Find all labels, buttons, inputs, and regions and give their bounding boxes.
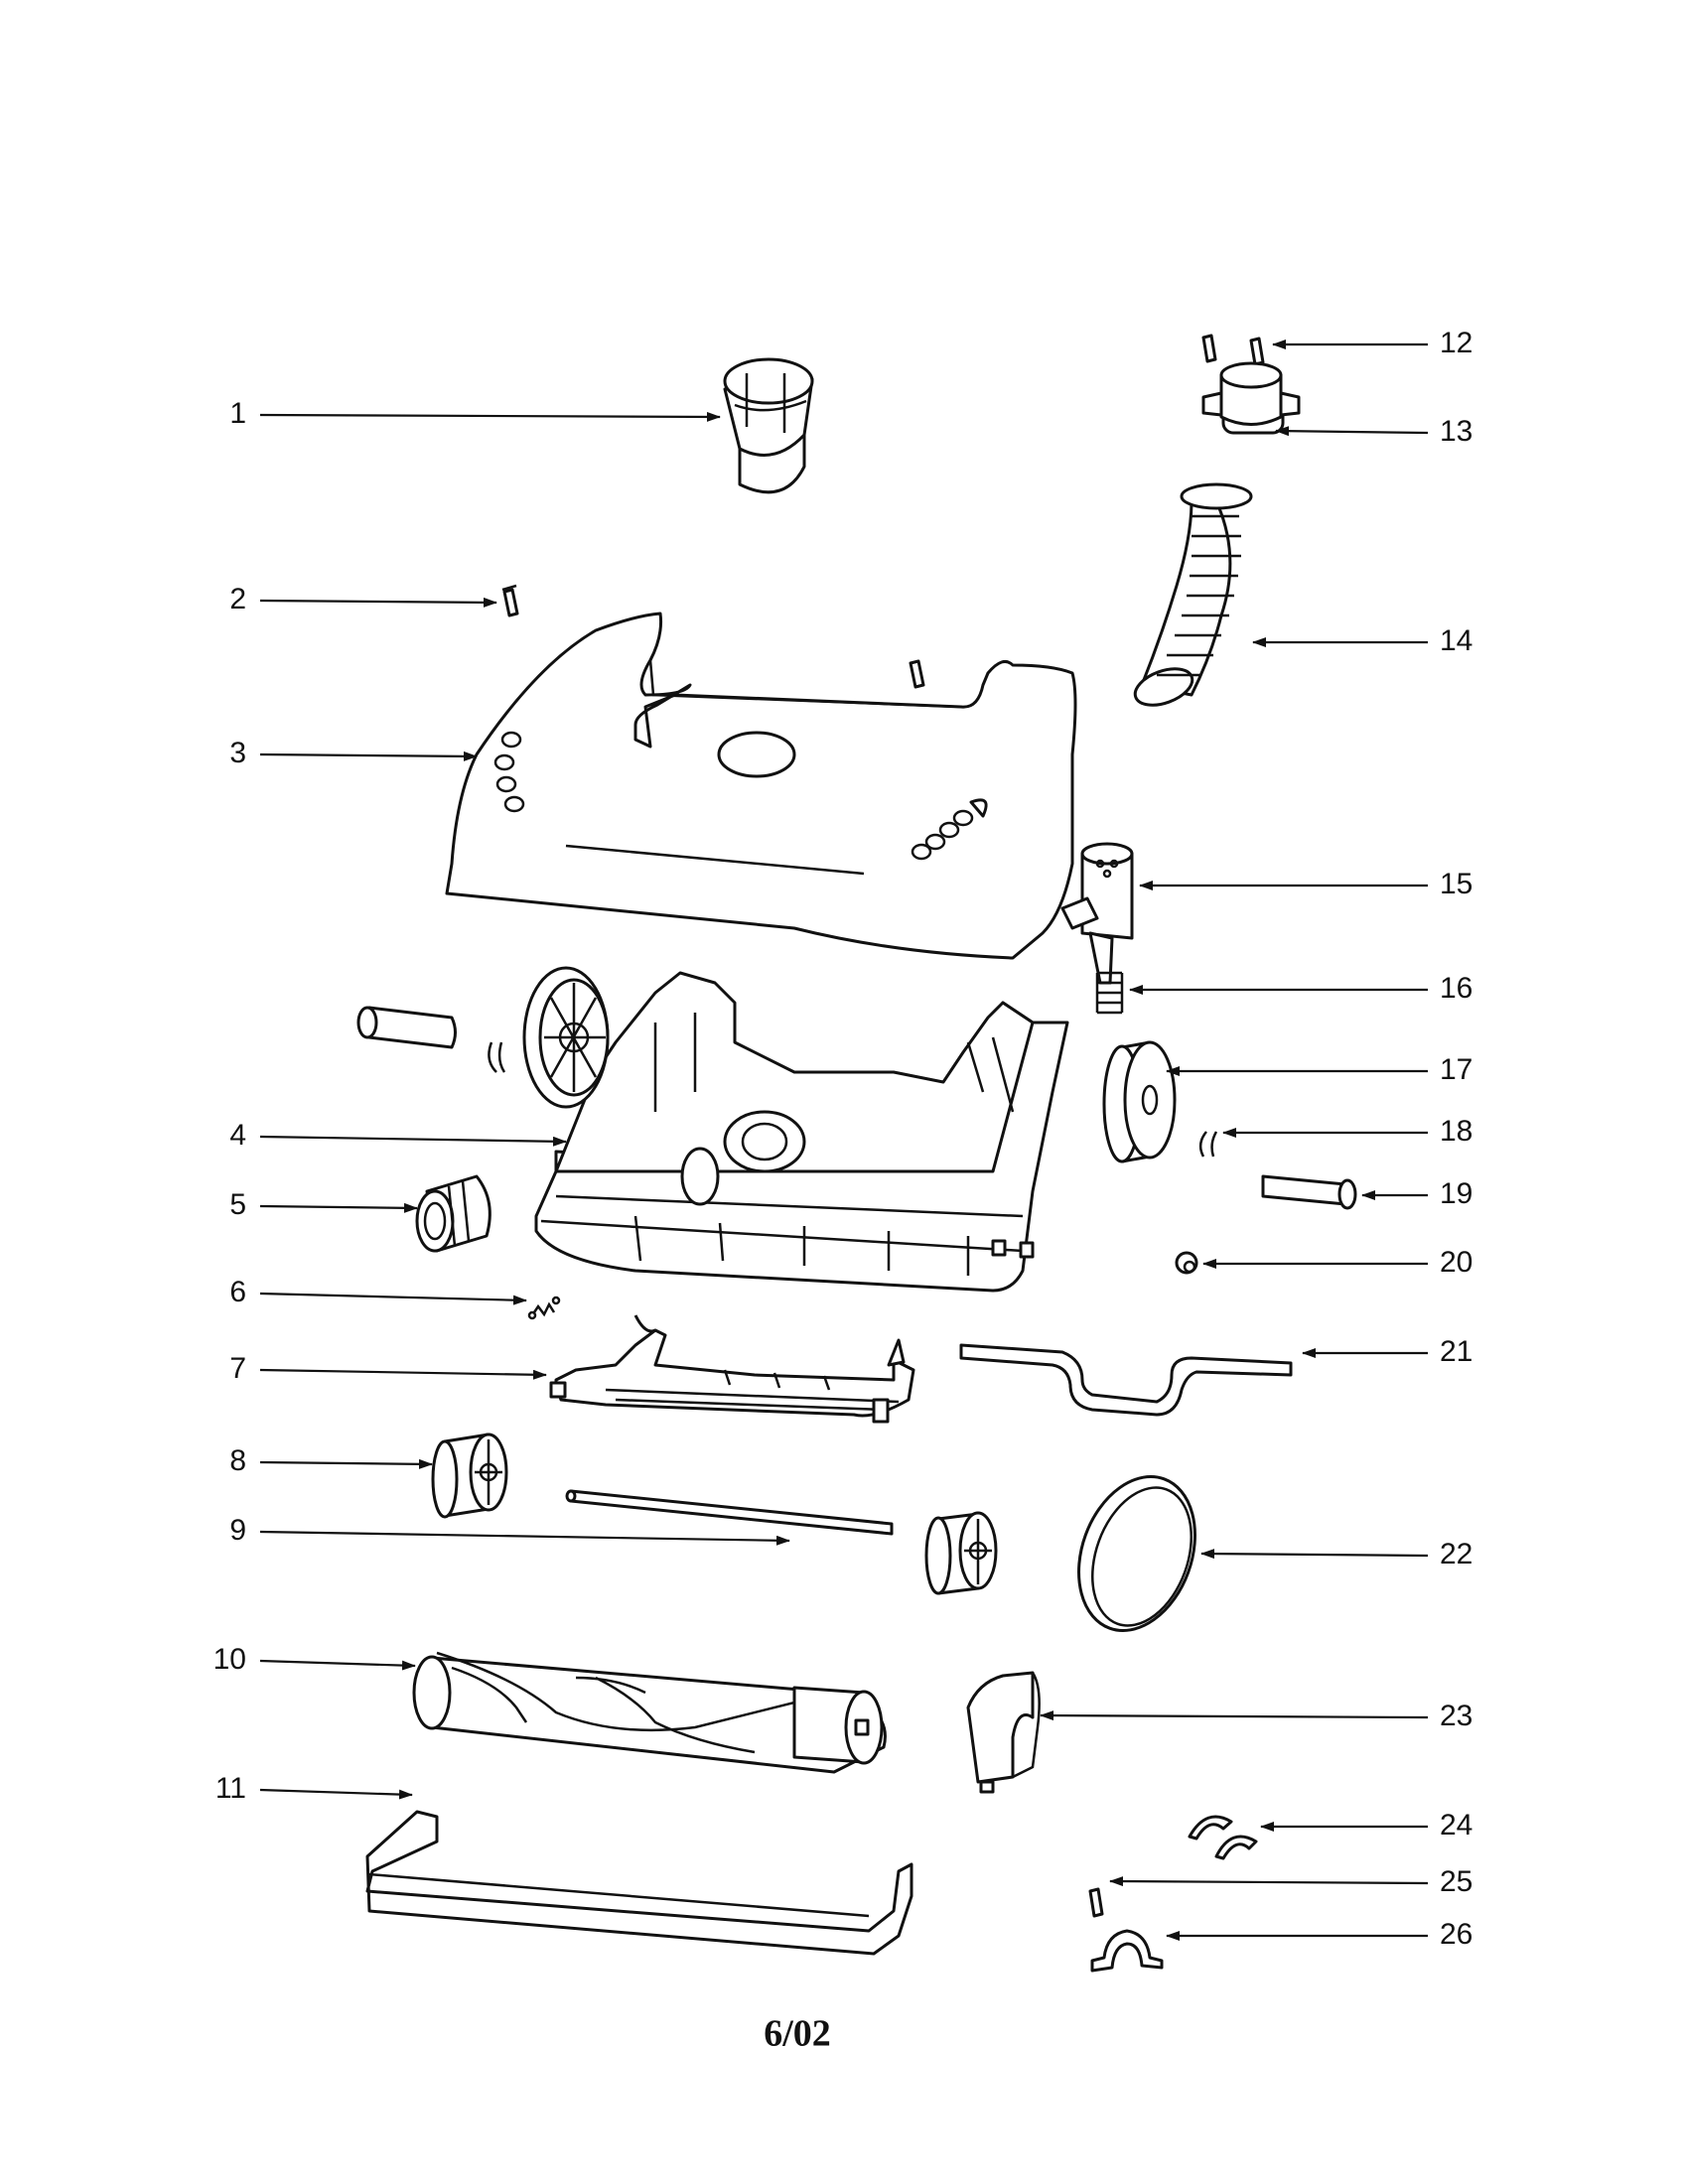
callout-21: 21	[1440, 1335, 1473, 1368]
part-11-bumper	[365, 1810, 913, 1956]
callout-10: 10	[213, 1643, 246, 1676]
part-10-brush-roll	[412, 1651, 887, 1774]
clip-left	[488, 1041, 506, 1073]
callout-15: 15	[1440, 868, 1473, 900]
leader-11	[259, 1788, 413, 1800]
callout-12: 12	[1440, 327, 1473, 359]
callout-19: 19	[1440, 1177, 1473, 1210]
part-2-screw	[501, 584, 519, 617]
leader-9	[259, 1530, 790, 1546]
part-25-screw	[1088, 1887, 1104, 1918]
callout-9: 9	[229, 1514, 246, 1547]
part-22-belt	[1077, 1475, 1196, 1632]
part-12-screws	[1201, 334, 1265, 366]
part-14-flex-hose	[1133, 482, 1253, 707]
callout-1: 1	[229, 397, 246, 430]
part-1-hose-connector	[723, 357, 814, 494]
callout-16: 16	[1440, 972, 1473, 1005]
part-7-bracket	[549, 1314, 915, 1424]
leader-22	[1200, 1549, 1429, 1560]
callout-2: 2	[229, 583, 246, 615]
part-3-hood	[445, 612, 1077, 960]
leader-8	[259, 1458, 433, 1469]
leader-10	[259, 1659, 416, 1671]
leader-6	[259, 1292, 527, 1305]
leader-5	[259, 1202, 418, 1213]
leader-7	[259, 1368, 547, 1380]
part-6-spring	[527, 1296, 561, 1320]
part-4-base-housing	[534, 971, 1069, 1293]
callout-8: 8	[229, 1444, 246, 1477]
callout-22: 22	[1440, 1538, 1473, 1570]
leader-23	[1040, 1710, 1429, 1721]
leader-25	[1109, 1876, 1429, 1887]
part-19-axle-right	[1261, 1174, 1357, 1210]
callout-17: 17	[1440, 1053, 1473, 1086]
part-20-nut	[1175, 1251, 1198, 1275]
callout-3: 3	[229, 737, 246, 769]
part-23-belt-guard	[966, 1671, 1041, 1794]
leader-3	[259, 751, 478, 761]
part-24-clips	[1188, 1815, 1258, 1860]
leader-1	[259, 411, 721, 422]
callout-4: 4	[229, 1119, 246, 1152]
callout-14: 14	[1440, 624, 1473, 657]
part-13-hose-adapter	[1201, 361, 1301, 435]
axle-left	[356, 1006, 457, 1049]
callout-13: 13	[1440, 415, 1473, 448]
callout-25: 25	[1440, 1865, 1473, 1898]
part-9-shaft	[565, 1489, 894, 1536]
part-5-pulley	[415, 1174, 491, 1253]
callout-7: 7	[229, 1352, 246, 1385]
part-16-spring	[1095, 971, 1124, 1015]
callout-26: 26	[1440, 1918, 1473, 1951]
leader-lines	[259, 340, 1429, 1941]
callout-23: 23	[1440, 1700, 1473, 1732]
part-18-clip	[1198, 1131, 1218, 1158]
part-21-channel	[959, 1343, 1293, 1417]
part-26-hose-clamp	[1090, 1929, 1164, 1973]
part-17-wheel	[1102, 1040, 1177, 1163]
leader-2	[259, 597, 497, 608]
part-8b-end-cap-right	[924, 1511, 998, 1595]
part-15-switch	[1060, 842, 1134, 985]
part-8-end-cap-left	[431, 1433, 508, 1519]
leader-13	[1275, 426, 1429, 437]
callout-24: 24	[1440, 1809, 1473, 1842]
callout-6: 6	[229, 1276, 246, 1308]
callout-5: 5	[229, 1188, 246, 1221]
callout-11: 11	[215, 1772, 246, 1805]
leader-4	[259, 1135, 567, 1147]
callout-18: 18	[1440, 1115, 1473, 1148]
wheel-left	[522, 966, 610, 1109]
footer-date: 6/02	[764, 2013, 831, 2055]
callout-labels: 1 2 3 4 5 6 7 8 9 10 11 12 13 14 15 16 1…	[213, 327, 1474, 1951]
callout-20: 20	[1440, 1246, 1473, 1279]
